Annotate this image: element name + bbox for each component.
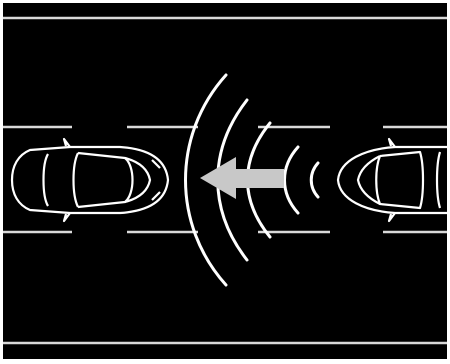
front-car-icon: [336, 137, 447, 223]
arrow-left-icon: [200, 157, 284, 199]
bottom-margin: [0, 359, 450, 364]
rear-car-icon: [10, 137, 170, 223]
